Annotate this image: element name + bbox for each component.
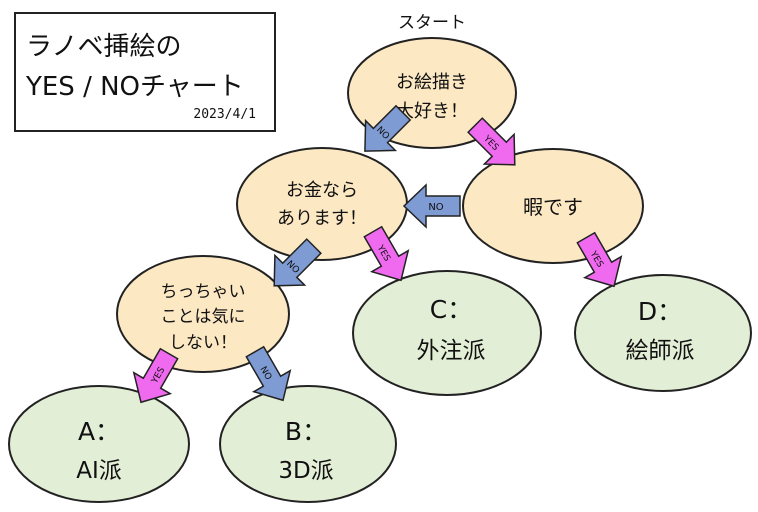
arrow-q4-no: NO: [245, 345, 292, 402]
arrow-q3-yes: YES: [576, 231, 623, 288]
arrow-q2-no: NO: [273, 238, 322, 287]
start-label: スタート: [398, 13, 466, 33]
result-b-node: [219, 385, 397, 503]
question-1-line-1: お絵描き: [396, 72, 468, 93]
arrow-q1-no: NO: [364, 104, 412, 152]
question-4-node: [116, 255, 290, 373]
arrow-q2-yes: YES: [363, 225, 410, 282]
result-d-letter: D：: [638, 297, 682, 326]
question-3-node: [462, 148, 644, 264]
question-4-line-3: しない！: [169, 333, 237, 353]
title-line-1: ラノベ挿絵の: [26, 32, 182, 62]
result-d-node: [574, 274, 752, 392]
result-c-letter: C：: [430, 295, 472, 324]
result-c-label: 外注派: [417, 338, 486, 364]
title-date: 2023/4/1: [193, 107, 256, 122]
question-4-line-2: ことは気に: [161, 307, 246, 327]
question-1-line-2: 大好き！: [396, 101, 468, 122]
question-4-line-1: ちっちゃい: [161, 282, 246, 302]
result-a-label: AI派: [76, 458, 122, 484]
result-c-node: [352, 270, 542, 396]
question-2-line-2: あります！: [277, 208, 367, 229]
question-3-text: 暇です: [523, 195, 583, 219]
arrow-q3-no-label: NO: [428, 202, 443, 213]
arrow-q1-yes: YES: [467, 117, 516, 166]
result-b-label: 3D派: [278, 458, 333, 484]
result-a-node: [8, 385, 190, 503]
result-d-label: 絵師派: [626, 338, 695, 364]
question-2-line-1: お金なら: [286, 180, 358, 201]
arrow-q4-yes: YES: [132, 347, 179, 404]
result-b-letter: B：: [285, 417, 327, 446]
title-line-2: YES / NOチャート: [26, 72, 244, 102]
arrow-q3-no: NO: [402, 183, 461, 229]
title-box: ラノベ挿絵の YES / NOチャート 2023/4/1: [14, 12, 276, 132]
result-a-letter: A：: [78, 417, 120, 446]
